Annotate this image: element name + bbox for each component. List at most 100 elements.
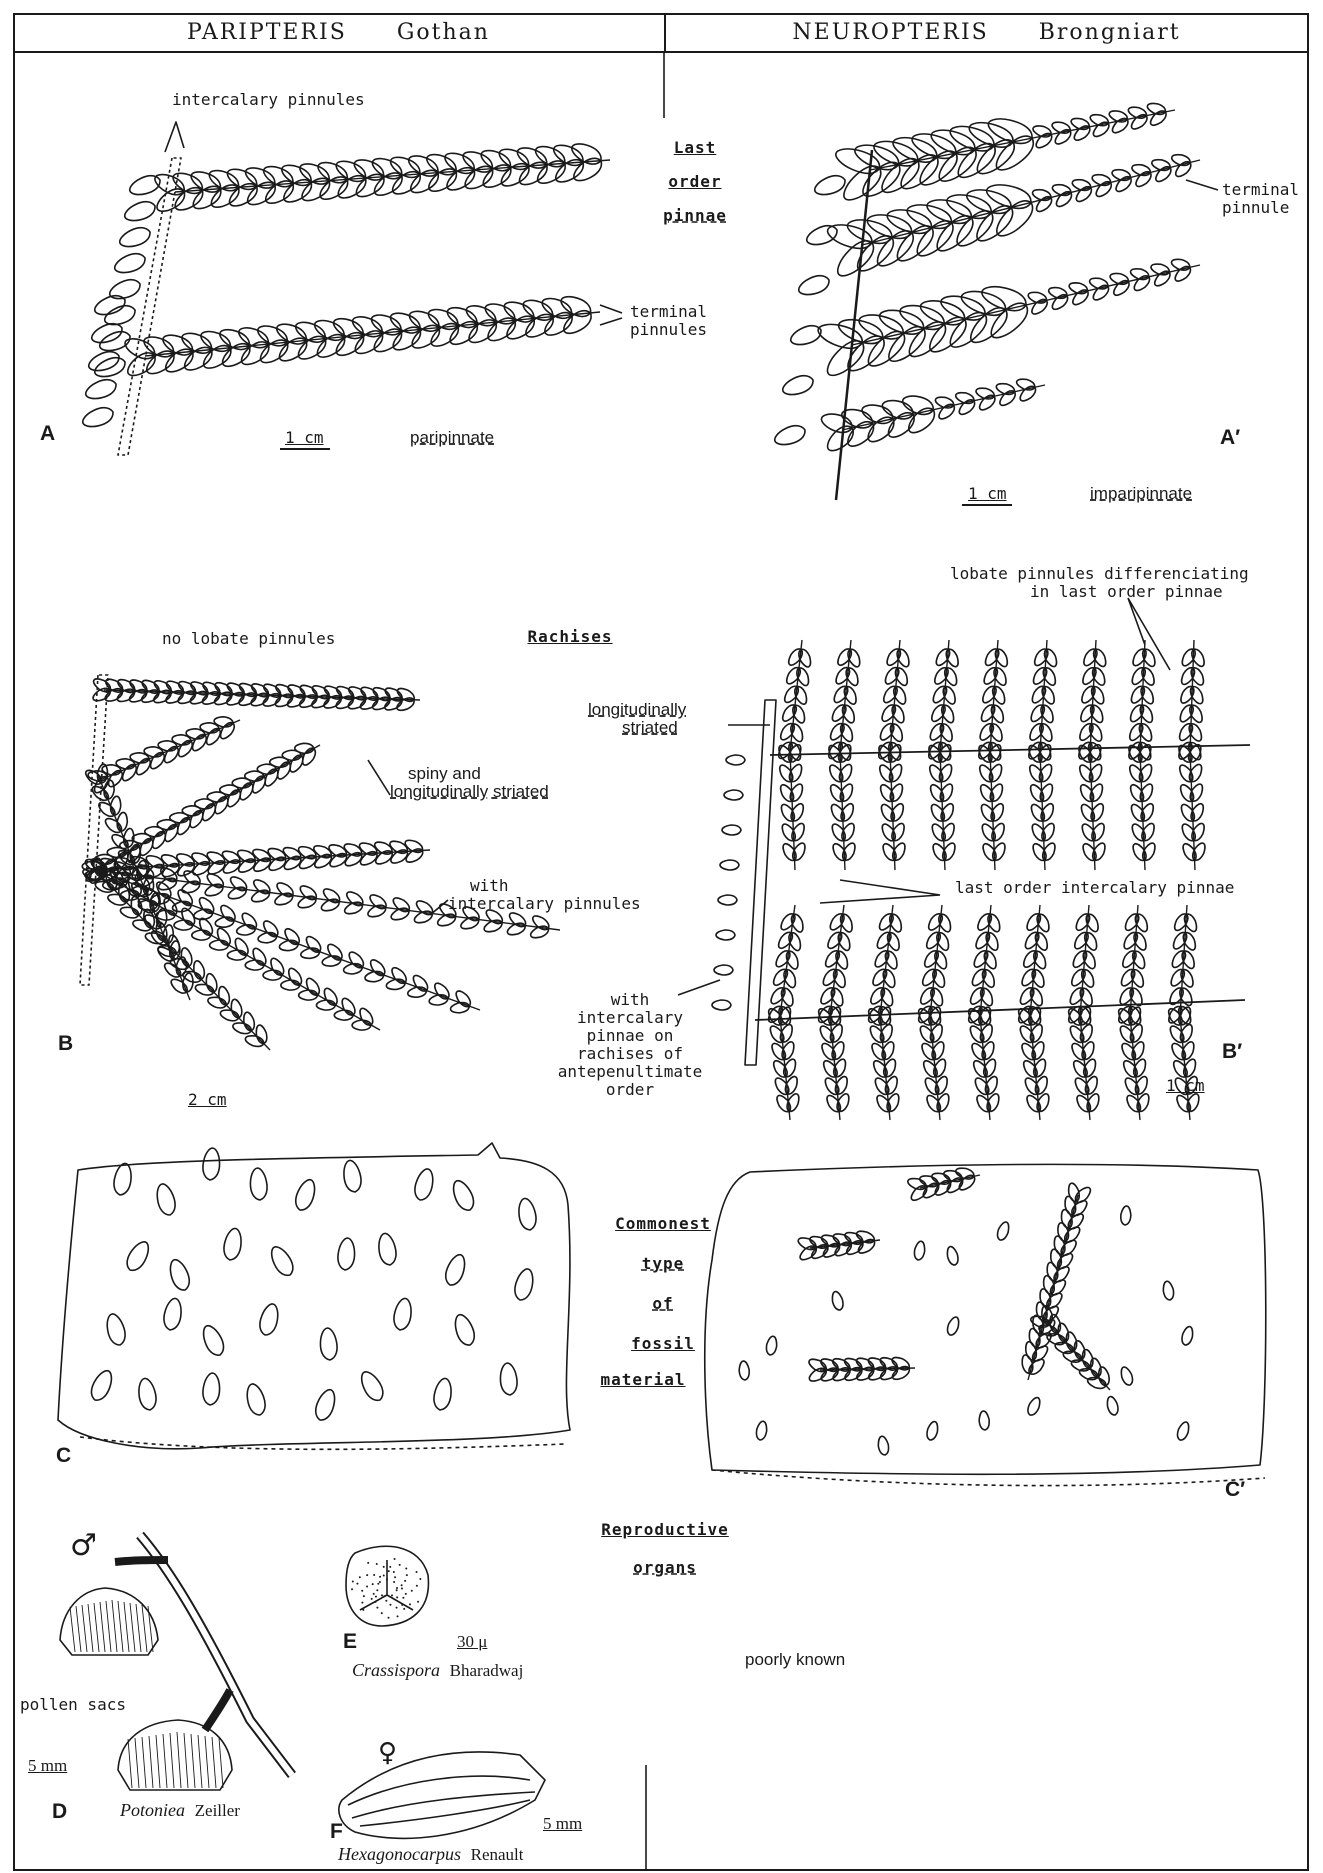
pinnule [343,962,363,975]
panel-letter-a2: A′ [1220,426,1240,450]
stipple-dot [359,1576,361,1578]
pinnule [839,821,857,842]
fossil-pinnule [357,1368,387,1404]
caption-hexagonocarpus: Hexagonocarpus Renault [338,1844,524,1865]
stipple-dot [372,1583,374,1585]
pinnule [1138,802,1156,823]
stipple-dot [385,1600,387,1602]
pinnule [1138,703,1156,724]
annot-b2-antepenultimate: antepenultimate [555,1062,705,1081]
stipple-dot [411,1590,413,1592]
pinnule [771,1058,790,1079]
pinnule [938,782,956,803]
pinnule [1137,722,1155,743]
scale-f: 5 mm [543,1814,582,1833]
pinnule [261,918,281,939]
pinnule [428,993,448,1006]
male-symbol: ♂ [70,1528,97,1563]
pinnule [874,1093,893,1114]
fossil-pinnule [432,1377,454,1411]
pinnule [922,1076,941,1097]
stipple-dot [396,1587,398,1589]
pinnule [900,392,935,417]
pinnule [346,949,366,970]
pinnule [304,934,324,955]
annot-b2-striated-1: longitudinally [588,700,686,719]
pinnule [888,802,906,823]
stipple-dot [373,1593,375,1595]
pinnule [300,947,320,960]
pinnule [871,1058,890,1079]
form-paripinnate: paripinnate [410,428,494,447]
annot-b2-last-order: last order intercalary pinnae [955,878,1234,897]
pollen-sac [156,1735,160,1788]
fossil-pinnule [995,1220,1011,1241]
fossil-pinnule [202,1372,221,1405]
pinnule [769,1041,788,1062]
stipple-dot [394,1558,396,1560]
pinnule [1133,169,1154,189]
stipple-dot [405,1593,407,1595]
stipple-dot [419,1578,421,1580]
annot-b2-lobate-2: in last order pinnae [1030,582,1223,601]
pinnule [339,996,357,1017]
author-renault: Renault [471,1845,524,1864]
stipple-dot [366,1574,368,1576]
stipple-dot [401,1588,403,1590]
pinnule [967,1024,986,1045]
row-label-material: material [563,1370,723,1389]
pinnule [1188,802,1206,823]
pinnule [1037,722,1054,743]
spore-trilete-mark [360,1560,413,1610]
intercalary-pinnule [724,790,743,800]
fossil-pinnule [945,1315,961,1336]
pinnule [822,1076,841,1097]
pinnule [1140,841,1158,862]
pollen-sac [128,1739,132,1788]
pinnule [1089,112,1110,128]
pinnule [1187,722,1205,743]
pollen-sac [198,1735,202,1788]
pinnule [407,986,427,999]
stipple-dot [406,1574,408,1576]
female-symbol: ♀ [378,1738,397,1768]
stipple-dot [405,1567,407,1569]
frond-a-upper-pinna [152,139,610,216]
pinnule [1139,666,1157,687]
pollen-sac [124,1602,129,1652]
pinnule [1038,782,1056,803]
pinnule [780,372,816,398]
stipple-dot [361,1590,363,1592]
stipple-dot [386,1579,388,1581]
pinnule [1188,782,1206,803]
scale-b: 2 cm [188,1090,227,1109]
intercalary-pinnule [122,198,158,224]
pinnule [817,1024,836,1045]
pinnule [364,970,384,983]
fossil-pinnule [1025,1396,1042,1417]
fossil-pinnule [877,1435,890,1455]
pinnule [1140,647,1158,668]
fossil-pinnule [337,1237,356,1270]
pinnule [1042,647,1059,668]
pinnule [1074,184,1095,204]
pinnule [1038,703,1055,724]
pinnule [1071,1058,1090,1079]
pollen-sac [135,1738,139,1788]
fossil-pinnule [88,1368,116,1404]
panel-letter-c: C [56,1444,71,1468]
pinnule [279,939,299,952]
pollen-sac [94,1603,99,1652]
fossil-pinnule [738,1361,750,1381]
row-label-order: order [650,172,740,191]
intercalary-pinnule [97,328,133,354]
stipple-dot [379,1576,381,1578]
intercalary-pinnule [117,224,153,250]
fossil-pinnule [1162,1280,1175,1300]
pinnule [1108,108,1129,124]
pinnule [386,978,406,991]
row-label-reproductive: Reproductive [570,1520,760,1539]
frond-b-main-rachis [80,675,108,985]
stipple-dot [389,1604,391,1606]
pinnule [937,762,955,783]
